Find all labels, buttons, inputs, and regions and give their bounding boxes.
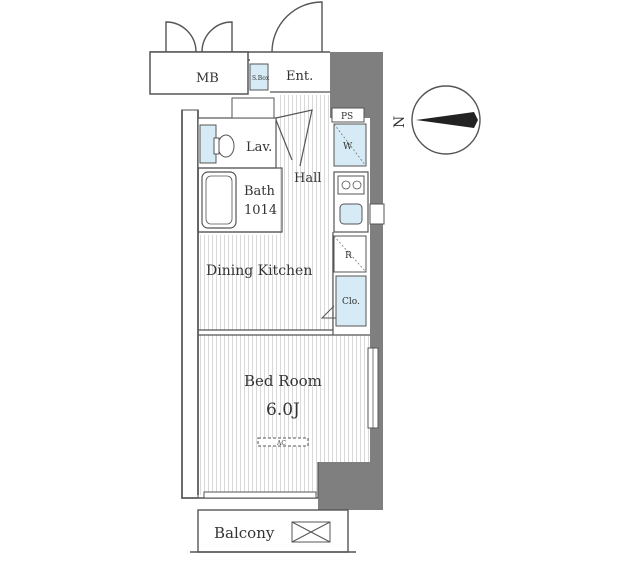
- hall-label: Hall: [294, 171, 321, 186]
- kitchen-sink-icon: [339, 203, 363, 225]
- lavatory-door: [275, 119, 293, 161]
- air-conditioner: [257, 437, 309, 447]
- balcony-label: Balcony: [214, 524, 275, 542]
- balcony-sliding-door: [203, 491, 317, 499]
- bedroom-label: Bed Room: [244, 372, 322, 390]
- mb-box: [149, 51, 249, 95]
- wall-segment: [322, 462, 370, 510]
- kitchen-window: [369, 203, 385, 225]
- mb-door-right: [201, 21, 233, 53]
- compass-needle-tip: [474, 112, 478, 128]
- stove-icon: [337, 175, 365, 195]
- mb-door-left: [165, 21, 197, 53]
- emergency-hatch-x: [291, 521, 331, 543]
- washer-label: W: [343, 142, 353, 152]
- hall-door: [275, 109, 313, 167]
- compass-north-label: N: [392, 116, 408, 128]
- burner-icon: [341, 180, 351, 190]
- bathtub-inner: [205, 175, 233, 225]
- ac-label: AC: [276, 440, 286, 447]
- shoe-box-label: S.Box: [252, 75, 270, 82]
- fridge-diagonal: [333, 235, 367, 273]
- bedroom-size-label: 6.0J: [266, 400, 300, 420]
- ps-box: [331, 107, 365, 123]
- closet-door: [320, 305, 336, 319]
- fridge-label: R: [345, 251, 352, 261]
- dining-kitchen-floor: [198, 235, 333, 330]
- compass-needle-icon: [416, 112, 474, 128]
- burner-icon: [352, 180, 362, 190]
- shoe-box: [249, 63, 269, 91]
- ps-label: PS: [341, 112, 353, 122]
- closet-label: Clo.: [342, 297, 360, 307]
- lav-label: Lav.: [246, 140, 272, 155]
- mb-label: MB: [196, 71, 219, 86]
- toilet-tank-icon: [213, 137, 220, 155]
- compass: N: [392, 85, 481, 155]
- bath-size-label: 1014: [244, 203, 277, 218]
- hall-floor: [278, 95, 332, 235]
- washer-diagonal: [333, 123, 367, 167]
- wall-segment: [181, 109, 199, 499]
- toilet-icon: [217, 134, 235, 158]
- bath-label: Bath: [244, 184, 276, 199]
- ent-label: Ent.: [286, 69, 313, 84]
- closet: [335, 275, 367, 327]
- lavatory-wall-top: [231, 97, 275, 119]
- entrance-door: [271, 1, 323, 53]
- dining-kitchen-label: Dining Kitchen: [206, 263, 312, 279]
